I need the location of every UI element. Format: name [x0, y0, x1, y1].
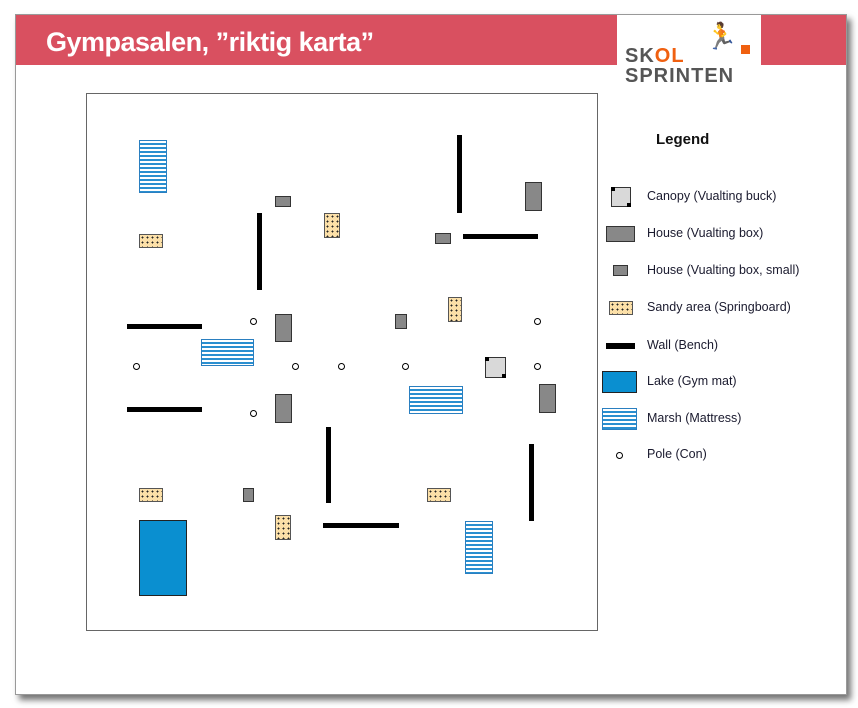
- house: [243, 488, 254, 502]
- wall-icon: [606, 343, 635, 349]
- sandy-area: [324, 213, 340, 238]
- canopy-icon: [611, 187, 631, 207]
- pole: [534, 363, 541, 370]
- wall: [326, 427, 331, 503]
- house: [525, 182, 542, 211]
- logo-text-sprinten: SPRINTEN: [625, 65, 735, 87]
- sandy-area: [139, 234, 163, 248]
- sandy-area: [448, 297, 462, 322]
- house: [395, 314, 407, 329]
- house: [539, 384, 556, 413]
- marsh: [139, 140, 167, 193]
- wall: [323, 523, 399, 528]
- sandy-area: [139, 488, 163, 502]
- house-icon: [606, 226, 635, 242]
- logo-text-ol: OL: [654, 45, 685, 67]
- pole: [534, 318, 541, 325]
- house-small-icon: [613, 265, 628, 276]
- pole: [338, 363, 345, 370]
- marsh: [201, 339, 254, 366]
- wall: [463, 234, 538, 239]
- canopy: [485, 357, 506, 378]
- lake: [139, 520, 187, 596]
- marsh: [465, 521, 493, 574]
- sandy-area: [427, 488, 451, 502]
- wall: [127, 324, 202, 329]
- slide-title: Gympasalen, ”riktig karta”: [46, 27, 374, 57]
- lake-icon: [602, 371, 637, 393]
- legend-item-sandy: Sandy area (Springboard): [600, 296, 830, 320]
- legend-item-lake: Lake (Gym mat): [600, 370, 830, 394]
- wall: [257, 213, 262, 290]
- legend-item-wall: Wall (Bench): [600, 334, 830, 358]
- marsh-icon: [602, 408, 637, 430]
- logo-text-sk: SK: [625, 45, 655, 67]
- pole-icon: [616, 452, 623, 459]
- pole: [250, 410, 257, 417]
- pole: [250, 318, 257, 325]
- pole: [292, 363, 299, 370]
- house: [275, 314, 292, 342]
- legend-title: Legend: [656, 131, 710, 148]
- wall: [457, 135, 462, 213]
- legend-item-marsh: Marsh (Mattress): [600, 407, 830, 431]
- sandy-area: [275, 515, 291, 540]
- pole: [402, 363, 409, 370]
- marsh: [409, 386, 463, 414]
- house: [275, 394, 292, 423]
- legend-item-canopy: Canopy (Vualting buck): [600, 185, 830, 209]
- legend-item-pole: Pole (Con): [600, 443, 830, 467]
- skol-sprinten-logo: 🏃 SKOL SPRINTEN: [617, 15, 761, 87]
- sandy-icon: [609, 301, 633, 315]
- control-flag-icon: [741, 45, 750, 54]
- runner-icon: 🏃: [705, 21, 738, 51]
- house: [275, 196, 291, 207]
- legend-item-house-small: House (Vualting box, small): [600, 259, 830, 283]
- house: [435, 233, 451, 244]
- pole: [133, 363, 140, 370]
- legend-item-house: House (Vualting box): [600, 222, 830, 246]
- wall: [529, 444, 534, 521]
- wall: [127, 407, 202, 412]
- gym-map: [86, 93, 598, 631]
